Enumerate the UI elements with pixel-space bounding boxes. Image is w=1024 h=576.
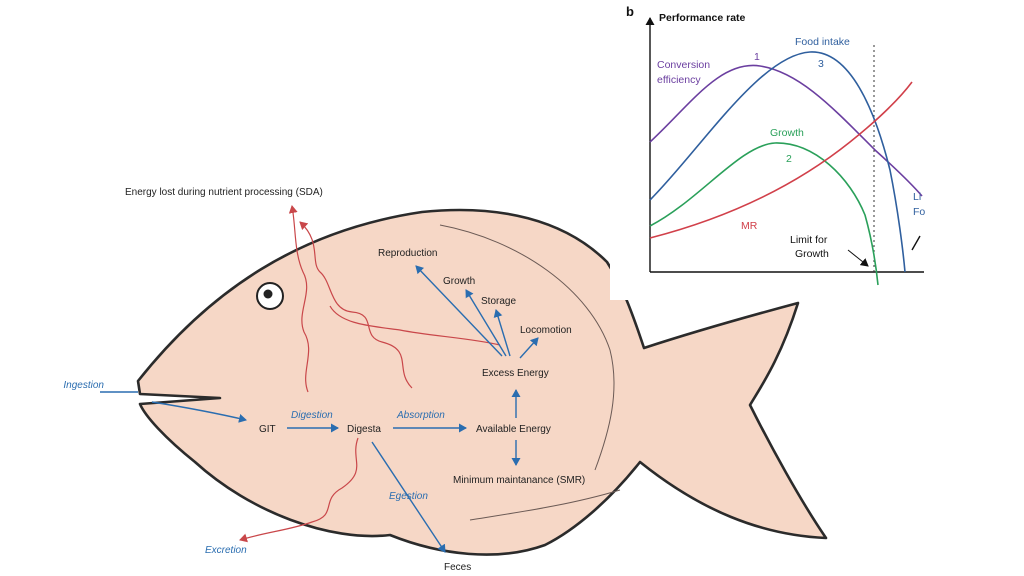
sda-label: Energy lost during nutrient processing (… <box>125 187 323 198</box>
fish-diagram: Energy lost during nutrient processing (… <box>63 187 828 573</box>
sda-loss-path-3 <box>329 305 501 346</box>
food-intake-label: Food intake <box>795 36 850 48</box>
storage-label: Storage <box>481 296 516 307</box>
cut-curve <box>911 235 921 251</box>
chart-backdrop <box>610 0 1024 300</box>
reproduction-arrow <box>415 265 503 357</box>
growth-curve <box>649 142 879 286</box>
growth-arrow <box>465 289 507 357</box>
available-energy-label: Available Energy <box>476 424 551 435</box>
excretion-path <box>239 437 359 543</box>
panel-label: b <box>626 4 634 19</box>
limit-pointer-arrow <box>847 249 869 267</box>
absorption-label: Absorption <box>396 410 445 421</box>
belly-line <box>469 489 621 521</box>
limit-for-growth-line2: Growth <box>795 248 829 260</box>
pupil <box>263 289 273 299</box>
mr-label: MR <box>741 220 758 232</box>
gill-line <box>439 224 615 471</box>
mr-curve <box>649 81 913 239</box>
storage-arrow <box>493 309 511 357</box>
git-label: GIT <box>259 424 276 435</box>
cut-label-2: Fo <box>913 206 925 218</box>
locomotion-arrow <box>519 337 539 359</box>
digestion-label: Digestion <box>291 410 333 421</box>
sda-loss-path-1 <box>288 205 310 393</box>
egestion-arrow <box>371 441 446 553</box>
marker-2: 2 <box>786 153 792 165</box>
reproduction-label: Reproduction <box>378 248 437 259</box>
conversion-label-line1: Conversion <box>657 59 710 71</box>
marker-3: 3 <box>818 58 824 70</box>
marker-1: 1 <box>754 51 760 63</box>
growth-curve-label: Growth <box>770 127 804 139</box>
cut-label-1: Li <box>913 191 921 203</box>
digesta-label: Digesta <box>347 424 381 435</box>
performance-chart: b Performance rate Conversion efficiency… <box>610 0 1024 300</box>
food-intake-curve <box>649 51 906 273</box>
energy-loss-lines <box>239 205 501 543</box>
y-axis-label: Performance rate <box>659 12 746 24</box>
conversion-label-line2: efficiency <box>657 74 701 86</box>
ingestion-label: Ingestion <box>63 380 104 391</box>
conversion-efficiency-curve <box>649 64 923 197</box>
excretion-label: Excretion <box>205 545 247 556</box>
sda-loss-path-2 <box>299 221 413 389</box>
growth-label: Growth <box>443 276 475 287</box>
git-in-arrow <box>151 401 247 423</box>
egestion-label: Egestion <box>389 491 428 502</box>
locomotion-label: Locomotion <box>520 325 572 336</box>
feces-label: Feces <box>444 562 471 573</box>
fish-body <box>136 208 828 556</box>
excess-energy-label: Excess Energy <box>482 368 549 379</box>
minimum-maintenance-label: Minimum maintanance (SMR) <box>453 475 585 486</box>
limit-for-growth-line1: Limit for <box>790 234 828 246</box>
energy-flow-arrows <box>100 265 539 553</box>
